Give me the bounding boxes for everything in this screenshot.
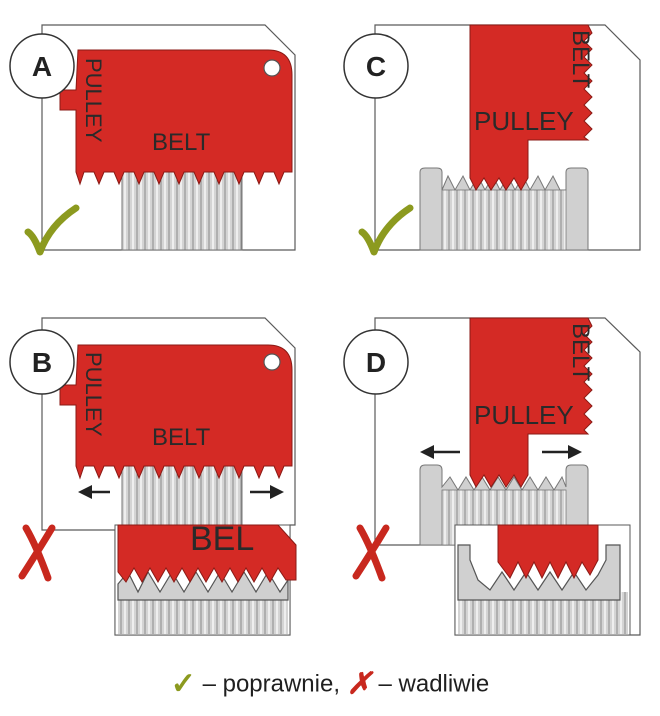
belt-label-d: BELT [567, 323, 594, 382]
legend-correct-text: – poprawnie, [202, 670, 341, 698]
belt-label-c: BELT [567, 30, 594, 89]
belt-body-d [469, 317, 593, 488]
pulley-ribs-c [441, 189, 567, 251]
pulley-label-b: PULLEY [81, 352, 106, 437]
panel-b: PULLEY BELT BEL B [9, 317, 297, 636]
legend-wrong-text: – wadliwie [378, 670, 490, 698]
panel-letter-circle-b [9, 329, 75, 395]
check-icon [24, 204, 80, 256]
panel-letter-d: D [366, 347, 386, 378]
right-arrow-icon [542, 445, 582, 459]
left-arrow-icon [78, 485, 110, 499]
detail-belt-label-b: BEL [190, 520, 254, 558]
panel-c: PULLEY BELT C [343, 24, 641, 256]
right-arrow-icon [250, 485, 284, 499]
belt-ribs-b [121, 461, 243, 533]
hole-a [263, 59, 281, 77]
panel-letter-circle-c [343, 33, 409, 99]
belt-ribs-a [121, 167, 243, 251]
panel-letter-b: B [32, 347, 52, 378]
pulley-label-a: PULLEY [81, 58, 106, 143]
cross-icon [352, 524, 390, 582]
panel-d: PULLEY BELT D [343, 317, 641, 636]
belt-body-a [59, 49, 293, 186]
panel-letter-circle-a [9, 33, 75, 99]
legend: ✓ – poprawnie, ✗ – wadliwie [0, 662, 660, 706]
hole-b [263, 353, 281, 371]
belt-label-b: BELT [152, 424, 211, 451]
belt-body-c [469, 24, 593, 191]
belt-pulley-alignment-diagram: PULLEY BELT A PULLEY BELT C PULLEY BELT [9, 24, 641, 636]
left-arrow-icon [420, 445, 460, 459]
pulley-label-c: PULLEY [474, 106, 574, 136]
check-icon [358, 204, 414, 256]
legend-cross-icon: ✗ [346, 667, 372, 701]
panel-letter-a: A [32, 51, 52, 82]
panel-letter-circle-d [343, 329, 409, 395]
legend-check-icon: ✓ [170, 667, 196, 701]
panel-a: PULLEY BELT A [9, 24, 296, 256]
detail-inset-d [454, 524, 631, 636]
belt-body-b [59, 344, 293, 480]
pulley-label-d: PULLEY [474, 400, 574, 430]
detail-inset-b: BEL [114, 520, 297, 636]
belt-label-a: BELT [152, 129, 211, 156]
panel-letter-c: C [366, 51, 386, 82]
cross-icon [18, 524, 56, 582]
